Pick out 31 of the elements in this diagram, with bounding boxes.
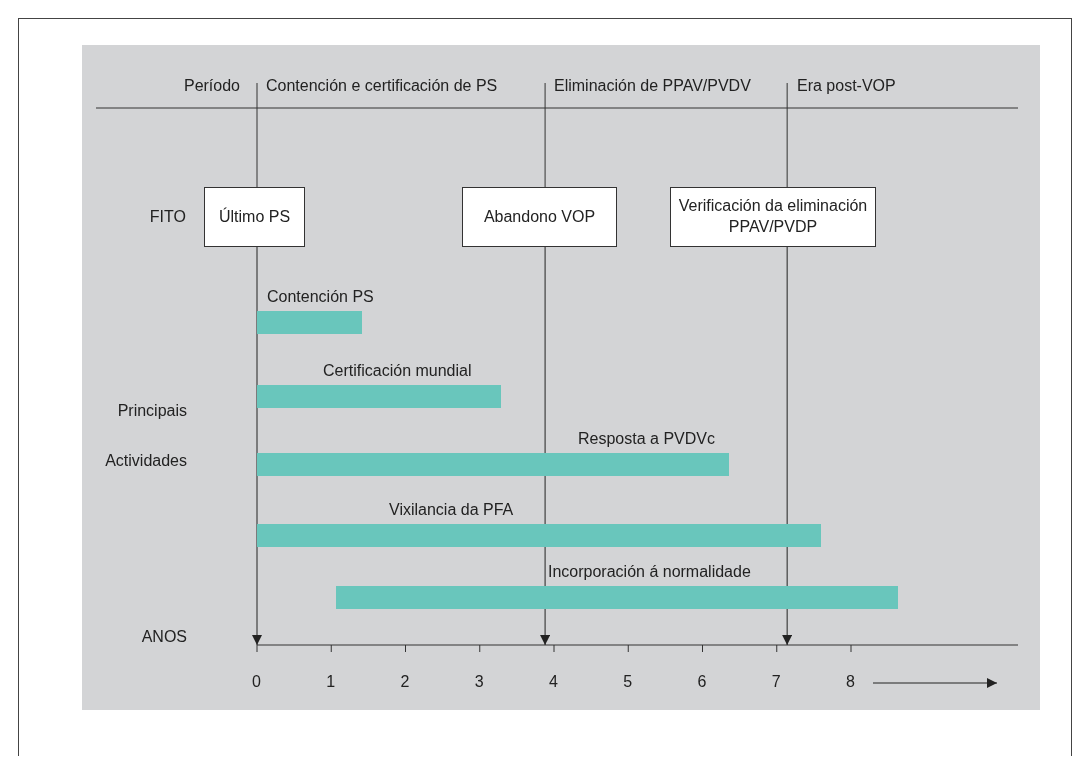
- timeline-bar: [257, 524, 822, 547]
- row-header: Actividades: [105, 452, 187, 470]
- bar-label: Vixilancia da PFA: [389, 501, 514, 519]
- timeline-bar: [257, 311, 363, 334]
- period-label: Contención e certificación de PS: [266, 77, 498, 95]
- axis-title: ANOS: [141, 628, 187, 646]
- tick-label: 0: [252, 673, 261, 691]
- tick-label: 4: [549, 673, 558, 691]
- tick-label: 2: [400, 673, 410, 691]
- row-header: Período: [183, 77, 240, 95]
- timeline-bar: [257, 385, 502, 408]
- milestone-box: Abandono VOP: [462, 187, 617, 247]
- row-header: Principais: [117, 402, 187, 420]
- tick-label: 8: [846, 673, 855, 691]
- row-header: FITO: [149, 208, 186, 226]
- tick-label: 5: [623, 673, 633, 691]
- arrow: [782, 246, 793, 646]
- tick-label: 3: [474, 673, 484, 691]
- bar-label: Resposta a PVDVc: [578, 430, 715, 448]
- tick-label: 1: [326, 673, 336, 691]
- milestone-box: Último PS: [204, 187, 305, 247]
- period-label: Eliminación de PPAV/PVDV: [554, 77, 751, 95]
- timeline-bar: [257, 453, 730, 476]
- tick-label: 7: [771, 673, 781, 691]
- bar-label: Contención PS: [267, 288, 374, 306]
- tick-label: 6: [697, 673, 707, 691]
- period-label: Era post-VOP: [797, 77, 896, 95]
- timeline-bar: [336, 586, 898, 609]
- bar-label: Incorporación á normalidade: [548, 563, 751, 581]
- milestone-box: Verificación da eliminación PPAV/PVDP: [670, 187, 876, 247]
- bar-label: Certificación mundial: [323, 362, 472, 380]
